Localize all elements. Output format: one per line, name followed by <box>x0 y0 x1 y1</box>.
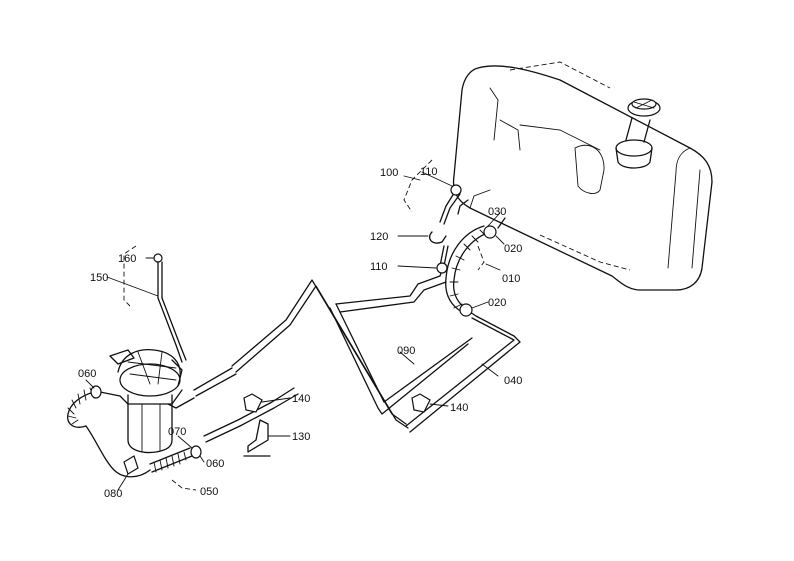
hose-080-line <box>85 425 151 478</box>
group-brackets <box>171 159 485 491</box>
label-140-right: 140 <box>450 402 468 414</box>
clamp-140-left <box>243 393 263 413</box>
clamp-060-right <box>190 445 202 459</box>
label-010: 010 <box>502 273 520 285</box>
clamp-020-bottom <box>459 303 473 317</box>
fuel-filter-assembly <box>99 348 183 454</box>
callout-labels: 100 110 030 120 020 110 010 020 090 040 … <box>78 166 522 500</box>
label-110-mid: 110 <box>370 261 388 273</box>
label-080: 080 <box>104 488 122 500</box>
label-020-bottom: 020 <box>488 297 506 309</box>
filler-neck <box>615 139 653 157</box>
label-060-left: 060 <box>78 368 96 380</box>
label-050: 050 <box>200 486 218 498</box>
fitting-120 <box>428 231 447 244</box>
clamp-060-left <box>90 385 102 399</box>
clamp-080 <box>123 455 139 475</box>
label-020-top: 020 <box>504 243 522 255</box>
bracket-130 <box>247 419 269 453</box>
hose-070 <box>149 447 193 473</box>
vent-pipe-group <box>106 245 187 363</box>
label-070: 070 <box>168 426 186 438</box>
label-150: 150 <box>90 272 108 284</box>
fuel-pipes <box>167 189 521 443</box>
label-090: 090 <box>397 345 415 357</box>
label-140-left: 140 <box>292 393 310 405</box>
clamp-140-right <box>411 393 431 413</box>
label-030: 030 <box>488 206 506 218</box>
clamps <box>90 184 497 475</box>
label-130: 130 <box>292 431 310 443</box>
hose-060-left <box>67 387 95 428</box>
label-040: 040 <box>504 375 522 387</box>
bolt-160 <box>153 253 163 263</box>
label-100: 100 <box>380 167 398 179</box>
clamp-110-mid <box>436 262 448 274</box>
clamp-020-top <box>483 225 497 239</box>
label-110-top: 110 <box>420 166 438 178</box>
leader-lines <box>85 171 505 491</box>
fuel-tank <box>452 61 713 291</box>
clamp-110-top <box>450 184 462 196</box>
label-120: 120 <box>370 231 388 243</box>
label-160: 160 <box>118 253 136 265</box>
label-060-right: 060 <box>206 458 224 470</box>
